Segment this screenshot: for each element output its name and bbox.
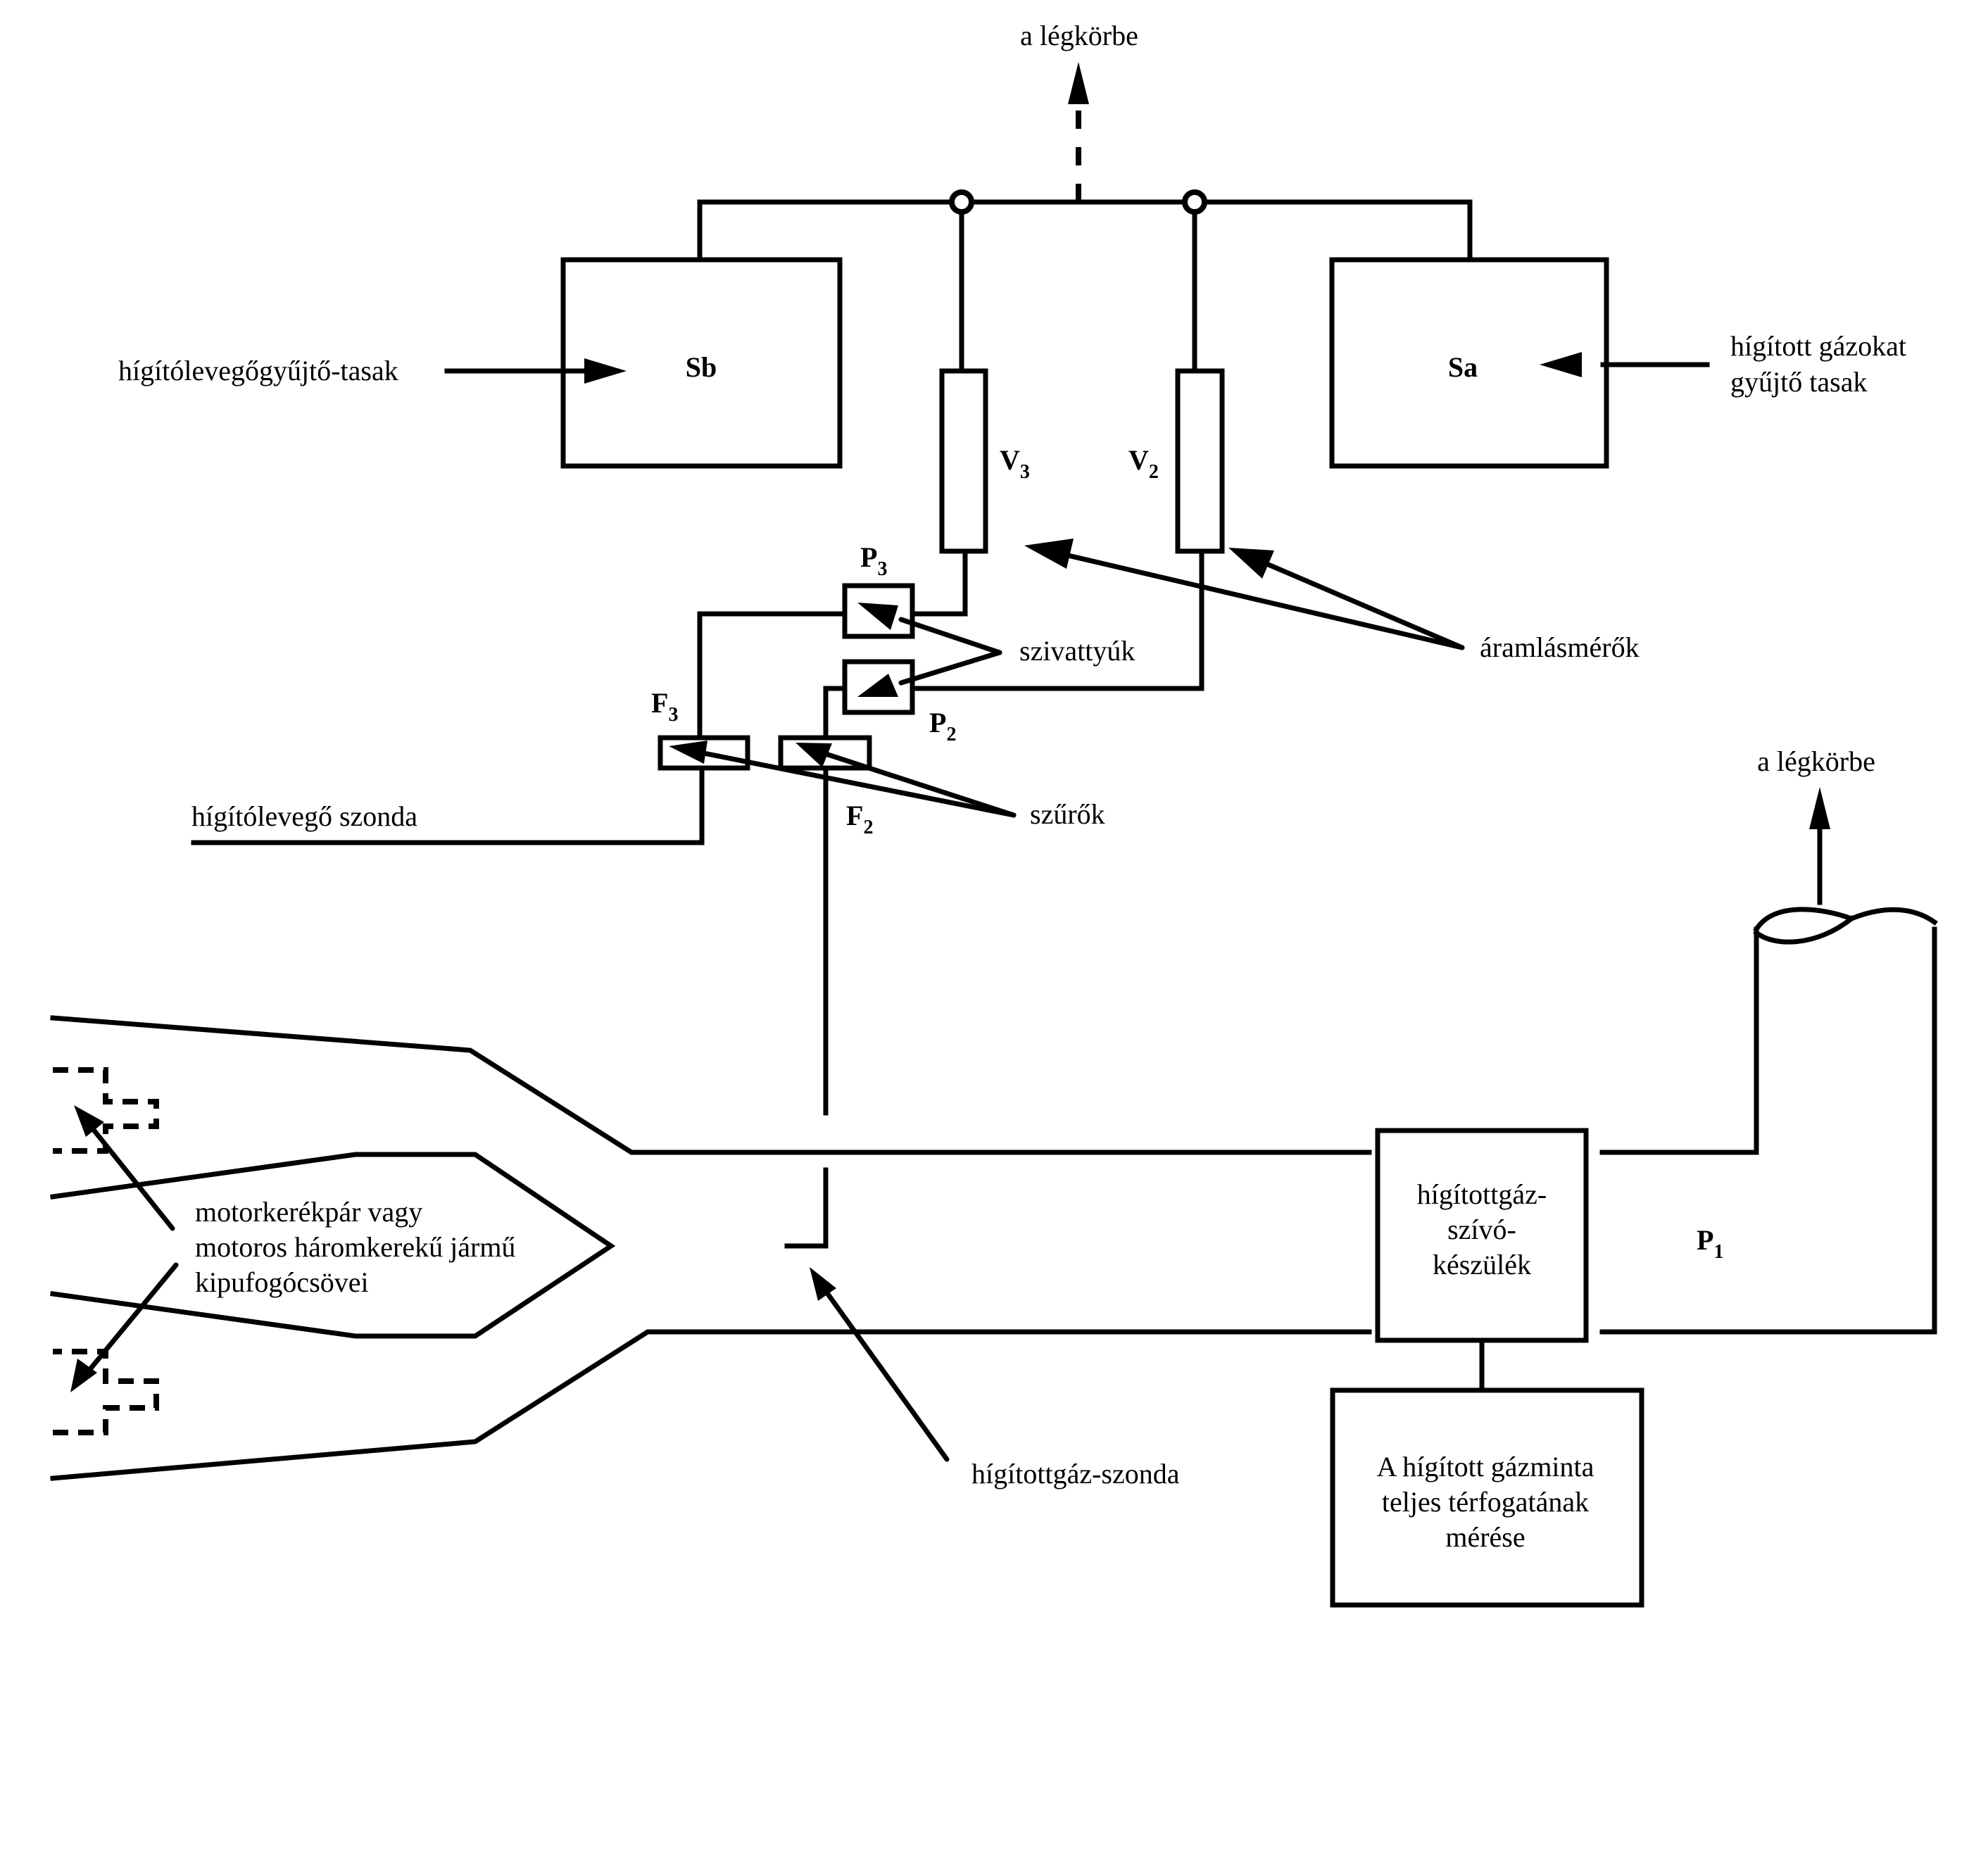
pipe-v3-p3 bbox=[910, 548, 968, 617]
label-diluted-gas-bag-2: gyűjtő tasak bbox=[1730, 366, 1867, 398]
pump-p3-label: P3 bbox=[860, 541, 887, 580]
pointer-line bbox=[821, 750, 1017, 818]
pointer-line bbox=[85, 1120, 175, 1231]
bag-sb: Sb hígítólevegőgyűjtő-tasak bbox=[118, 257, 843, 469]
pointer-line bbox=[87, 1262, 179, 1372]
exhaust-pipe-upper-dashed bbox=[53, 1067, 159, 1154]
pointer-line bbox=[1053, 550, 1465, 650]
stack-top-curve-lower bbox=[1753, 915, 1855, 945]
label-atmosphere-right: a légkörbe bbox=[1757, 745, 1875, 777]
arrow-icon bbox=[1024, 539, 1074, 569]
pipe-v2-p2 bbox=[910, 548, 1204, 691]
arrow-up-icon bbox=[1809, 787, 1830, 829]
bag-sb-box bbox=[560, 257, 843, 469]
pointer-line bbox=[694, 749, 1017, 818]
arrow-icon bbox=[795, 743, 832, 767]
vent-to-atmosphere-top: a légkörbe bbox=[1020, 20, 1138, 202]
label-atmosphere-top: a légkörbe bbox=[1020, 20, 1138, 51]
pointer-line bbox=[898, 617, 1002, 655]
filter-f2-label: F2 bbox=[846, 800, 873, 838]
outlet-stack: a légkörbe bbox=[1753, 745, 1938, 945]
bag-sb-symbol: Sb bbox=[686, 351, 717, 383]
arrow-icon bbox=[74, 1105, 104, 1137]
dilution-tunnel bbox=[50, 926, 1937, 1481]
tunnel-upper-wall bbox=[50, 1015, 1372, 1155]
exhaust-pipe-lower-dashed bbox=[53, 1349, 159, 1435]
label-filters: szűrők bbox=[1030, 798, 1105, 830]
volume-label-1: A hígított gázminta bbox=[1377, 1451, 1594, 1482]
pointer-line bbox=[821, 1285, 950, 1462]
pipe-p3-f3 bbox=[697, 611, 848, 741]
flowmeter-v2: V2 bbox=[1128, 209, 1225, 554]
flowmeters-callout: áramlásmérők bbox=[1024, 539, 1640, 663]
flowmeter-v3: V3 bbox=[939, 209, 1030, 554]
dilute-gas-probe-tip bbox=[784, 1167, 829, 1249]
label-exhaust-pipes-1: motorkerékpár vagy bbox=[195, 1196, 422, 1228]
pointer-line bbox=[1257, 558, 1465, 650]
stack-top-curve bbox=[1753, 907, 1938, 933]
filters-callout: szűrők bbox=[669, 741, 1105, 830]
label-diluted-gas-bag-1: hígított gázokat bbox=[1730, 330, 1906, 362]
pump-p3-box bbox=[842, 583, 915, 639]
pump-p2: P2 bbox=[842, 659, 956, 745]
volume-label-2: teljes térfogatának bbox=[1382, 1486, 1589, 1518]
arrow-up-icon bbox=[1068, 62, 1089, 104]
arrow-icon bbox=[810, 1267, 836, 1301]
arrow-icon bbox=[70, 1359, 97, 1392]
manifold-line bbox=[697, 199, 1473, 263]
tunnel-outlet-lower bbox=[1599, 926, 1937, 1335]
label-exhaust-pipes-3: kipufogócsövei bbox=[195, 1266, 369, 1298]
suction-label-2: szívó- bbox=[1447, 1214, 1516, 1245]
vehicle-exhaust-pipes: motorkerékpár vagy motoros háromkerekű j… bbox=[53, 1067, 515, 1435]
flowmeter-v2-label: V2 bbox=[1128, 444, 1159, 483]
label-exhaust-pipes-2: motoros háromkerekű jármű bbox=[195, 1231, 515, 1263]
pump-p2-label: P2 bbox=[929, 707, 956, 745]
flowmeter-v3-label: V3 bbox=[1000, 444, 1030, 483]
arrow-icon bbox=[669, 741, 707, 764]
exhaust-pipe-inlet bbox=[50, 1152, 616, 1339]
suction-label-3: készülék bbox=[1433, 1249, 1531, 1280]
valve-v2-icon bbox=[1182, 189, 1207, 215]
arrow-icon bbox=[857, 603, 898, 630]
label-flowmeters: áramlásmérők bbox=[1480, 631, 1640, 663]
volume-measurement: A hígított gázminta teljes térfogatának … bbox=[1330, 1387, 1644, 1608]
arrow-right-icon bbox=[584, 358, 627, 384]
valve-v3-icon bbox=[949, 189, 974, 215]
flowmeter-v3-box bbox=[939, 368, 988, 554]
arrow-icon bbox=[857, 674, 898, 697]
label-pumps: szivattyúk bbox=[1019, 635, 1135, 667]
label-dilution-air-bag: hígítólevegőgyűjtő-tasak bbox=[118, 355, 398, 386]
bag-sa-symbol: Sa bbox=[1448, 351, 1478, 383]
pumps-callout: szivattyúk bbox=[857, 603, 1135, 697]
suction-device: hígítottgáz- szívó- készülék P1 bbox=[1375, 1128, 1723, 1393]
arrow-left-icon bbox=[1540, 352, 1582, 377]
suction-label-1: hígítottgáz- bbox=[1417, 1178, 1547, 1210]
flowmeter-v2-box bbox=[1175, 368, 1225, 554]
pipe-p2-f2 bbox=[823, 686, 848, 741]
pipe-f3-probe bbox=[191, 765, 705, 845]
pointer-line bbox=[898, 650, 1002, 686]
pump-p3: P3 bbox=[842, 541, 915, 639]
arrow-icon bbox=[1228, 548, 1274, 579]
volume-label-3: mérése bbox=[1445, 1521, 1525, 1553]
volume-measurement-box bbox=[1330, 1387, 1644, 1608]
filter-f3-label: F3 bbox=[651, 687, 678, 726]
top-manifold bbox=[697, 189, 1473, 263]
tunnel-lower-wall bbox=[50, 1329, 1372, 1481]
label-dilute-gas-probe: hígítottgáz-szonda bbox=[971, 1458, 1180, 1490]
tunnel-outlet-upper bbox=[1599, 926, 1759, 1155]
dilute-gas-probe-callout: hígítottgáz-szonda bbox=[810, 1267, 1180, 1490]
bag-sa: Sa hígított gázokat gyűjtő tasak bbox=[1329, 257, 1906, 469]
p1-label: P1 bbox=[1697, 1224, 1723, 1263]
label-dilution-air-probe: hígítólevegő szonda bbox=[191, 800, 417, 832]
